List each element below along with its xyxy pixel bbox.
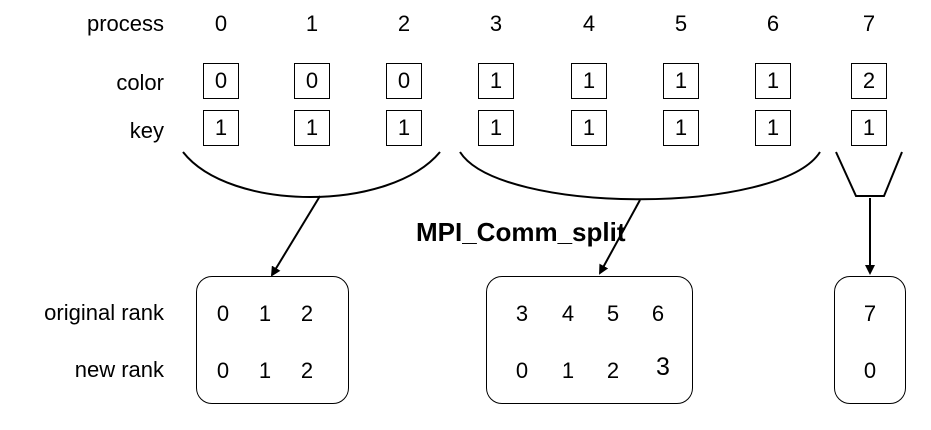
process-id: 5 <box>674 11 688 36</box>
key-cell: 1 <box>755 110 791 146</box>
key-cell: 1 <box>386 110 422 146</box>
original-rank-value: 0 <box>216 301 230 326</box>
key-cell: 1 <box>203 110 239 146</box>
arrow-to-group-1 <box>599 199 641 275</box>
process-id: 0 <box>214 11 228 36</box>
key-cell: 1 <box>851 110 887 146</box>
key-cell: 1 <box>478 110 514 146</box>
process-id: 3 <box>489 11 503 36</box>
result-group-0: 0 1 2 0 1 2 <box>196 276 349 404</box>
result-group-1: 3 4 5 6 0 1 2 3 <box>486 276 693 404</box>
group-bracket-0 <box>182 151 441 198</box>
process-id: 6 <box>766 11 780 36</box>
new-rank-value: 1 <box>561 358 575 383</box>
original-rank-value: 1 <box>258 301 272 326</box>
process-label: process <box>86 11 164 36</box>
new-rank-value: 0 <box>216 358 230 383</box>
color-cell: 0 <box>386 63 422 99</box>
group-bracket-1 <box>459 151 821 201</box>
color-cell: 2 <box>851 63 887 99</box>
function-name: MPI_Comm_split <box>416 217 626 247</box>
new-rank-value: 0 <box>863 358 877 383</box>
original-rank-label: original rank <box>44 300 164 325</box>
new-rank-value: 0 <box>515 358 529 383</box>
key-cell: 1 <box>663 110 699 146</box>
process-id: 7 <box>862 11 876 36</box>
new-rank-value: 1 <box>258 358 272 383</box>
color-cell: 1 <box>663 63 699 99</box>
color-cell: 0 <box>203 63 239 99</box>
color-cell: 0 <box>294 63 330 99</box>
result-group-2: 7 0 <box>834 276 906 404</box>
color-cell: 1 <box>571 63 607 99</box>
process-id: 1 <box>305 11 319 36</box>
color-cell: 1 <box>755 63 791 99</box>
key-cell: 1 <box>571 110 607 146</box>
group-bracket-2 <box>835 151 903 197</box>
arrow-to-group-0 <box>270 195 321 277</box>
original-rank-value: 5 <box>606 301 620 326</box>
new-rank-value: 2 <box>606 358 620 383</box>
new-rank-label: new rank <box>74 357 164 382</box>
key-label: key <box>129 118 164 143</box>
color-label: color <box>116 70 164 95</box>
key-cell: 1 <box>294 110 330 146</box>
process-id: 4 <box>582 11 596 36</box>
original-rank-value: 3 <box>515 301 529 326</box>
color-cell: 1 <box>478 63 514 99</box>
original-rank-value: 4 <box>561 301 575 326</box>
original-rank-value: 2 <box>300 301 314 326</box>
original-rank-value: 6 <box>651 301 665 326</box>
new-rank-value: 3 <box>656 353 670 381</box>
original-rank-value: 7 <box>863 301 877 326</box>
new-rank-value: 2 <box>300 358 314 383</box>
process-id: 2 <box>397 11 411 36</box>
